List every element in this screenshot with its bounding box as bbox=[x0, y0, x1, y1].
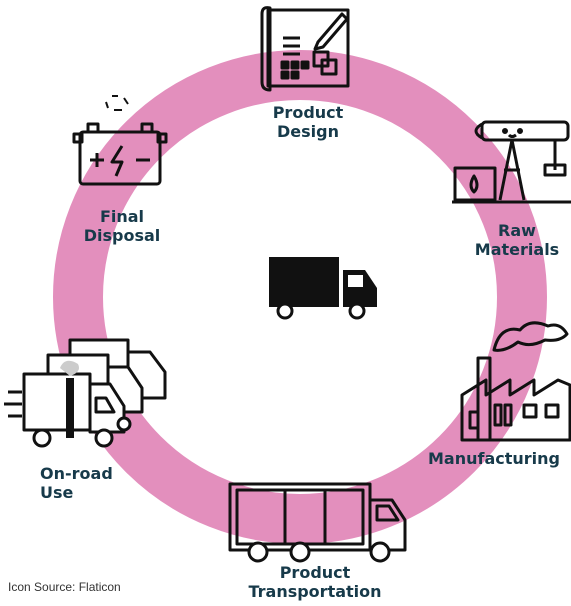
stage-label-line1: Product bbox=[272, 103, 344, 122]
stage-label-product-transportation: Product Transportation bbox=[240, 563, 390, 601]
stage-label-raw-materials: Raw Materials bbox=[465, 221, 569, 259]
stage-label-manufacturing: Manufacturing bbox=[419, 449, 569, 468]
stage-label-product-design: Product Design bbox=[255, 103, 361, 141]
stage-label-line2: Design bbox=[277, 122, 339, 141]
stage-label-final-disposal: Final Disposal bbox=[72, 207, 172, 245]
lifecycle-ring bbox=[53, 50, 547, 544]
stage-label-line1: Product bbox=[279, 563, 351, 582]
truck-icon bbox=[269, 257, 377, 320]
battery-recycle-icon bbox=[72, 95, 168, 186]
factory-icon bbox=[460, 321, 571, 442]
stage-label-line1: Manufacturing bbox=[428, 449, 560, 468]
stage-label-line2: Transportation bbox=[248, 582, 382, 601]
icon-source-credit: Icon Source: Flaticon bbox=[8, 580, 121, 594]
stage-label-on-road-use: On-road Use bbox=[40, 464, 120, 502]
oil-pump-icon bbox=[452, 120, 571, 204]
stage-label-line2: Use bbox=[40, 483, 74, 502]
stage-label-line2: Disposal bbox=[83, 226, 161, 245]
box-truck-icon bbox=[228, 482, 407, 563]
stage-label-line1: Final bbox=[99, 207, 145, 226]
stage-label-line1: Raw bbox=[498, 221, 536, 240]
moving-trucks-icon bbox=[4, 338, 167, 448]
stage-label-line1: On-road bbox=[40, 464, 113, 483]
blueprint-design-icon bbox=[260, 6, 350, 92]
stage-label-line2: Materials bbox=[474, 240, 560, 259]
